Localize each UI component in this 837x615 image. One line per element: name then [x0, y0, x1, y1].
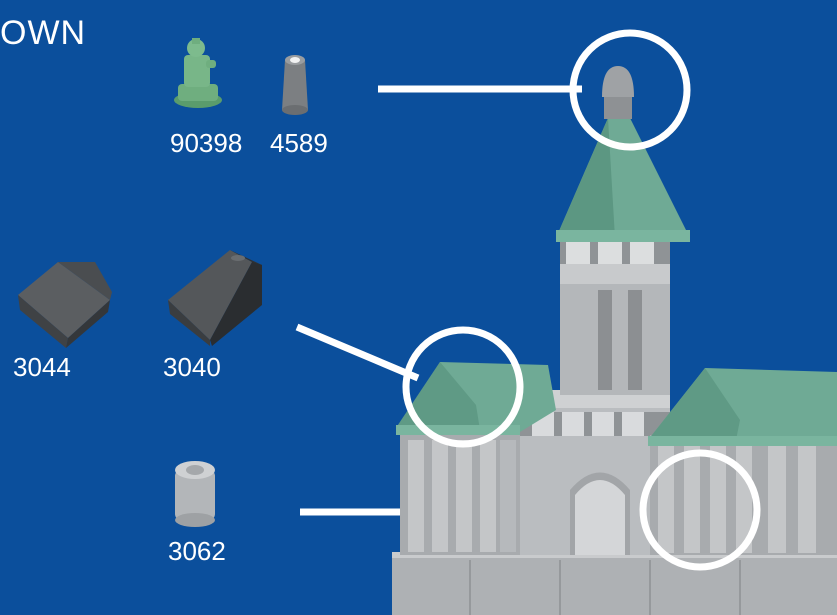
part-number-4589: 4589 — [270, 128, 328, 158]
part-number-3044: 3044 — [13, 352, 71, 382]
callout-circle-top — [569, 29, 691, 151]
callout-circle-bottom — [639, 449, 761, 571]
part-number-90398: 90398 — [170, 128, 243, 158]
part-number-3040: 3040 — [163, 352, 221, 382]
part-3062-image — [175, 461, 215, 527]
callout-circle-middle — [402, 326, 524, 448]
part-90398-image — [174, 38, 222, 108]
part-3044-image — [18, 262, 112, 348]
part-3040-image — [168, 250, 262, 346]
part-number-3062: 3062 — [168, 536, 226, 566]
part-4589-image — [282, 55, 308, 115]
callout-line-middle — [295, 323, 420, 382]
building-model — [392, 66, 837, 615]
page-heading: OWN — [0, 14, 87, 52]
